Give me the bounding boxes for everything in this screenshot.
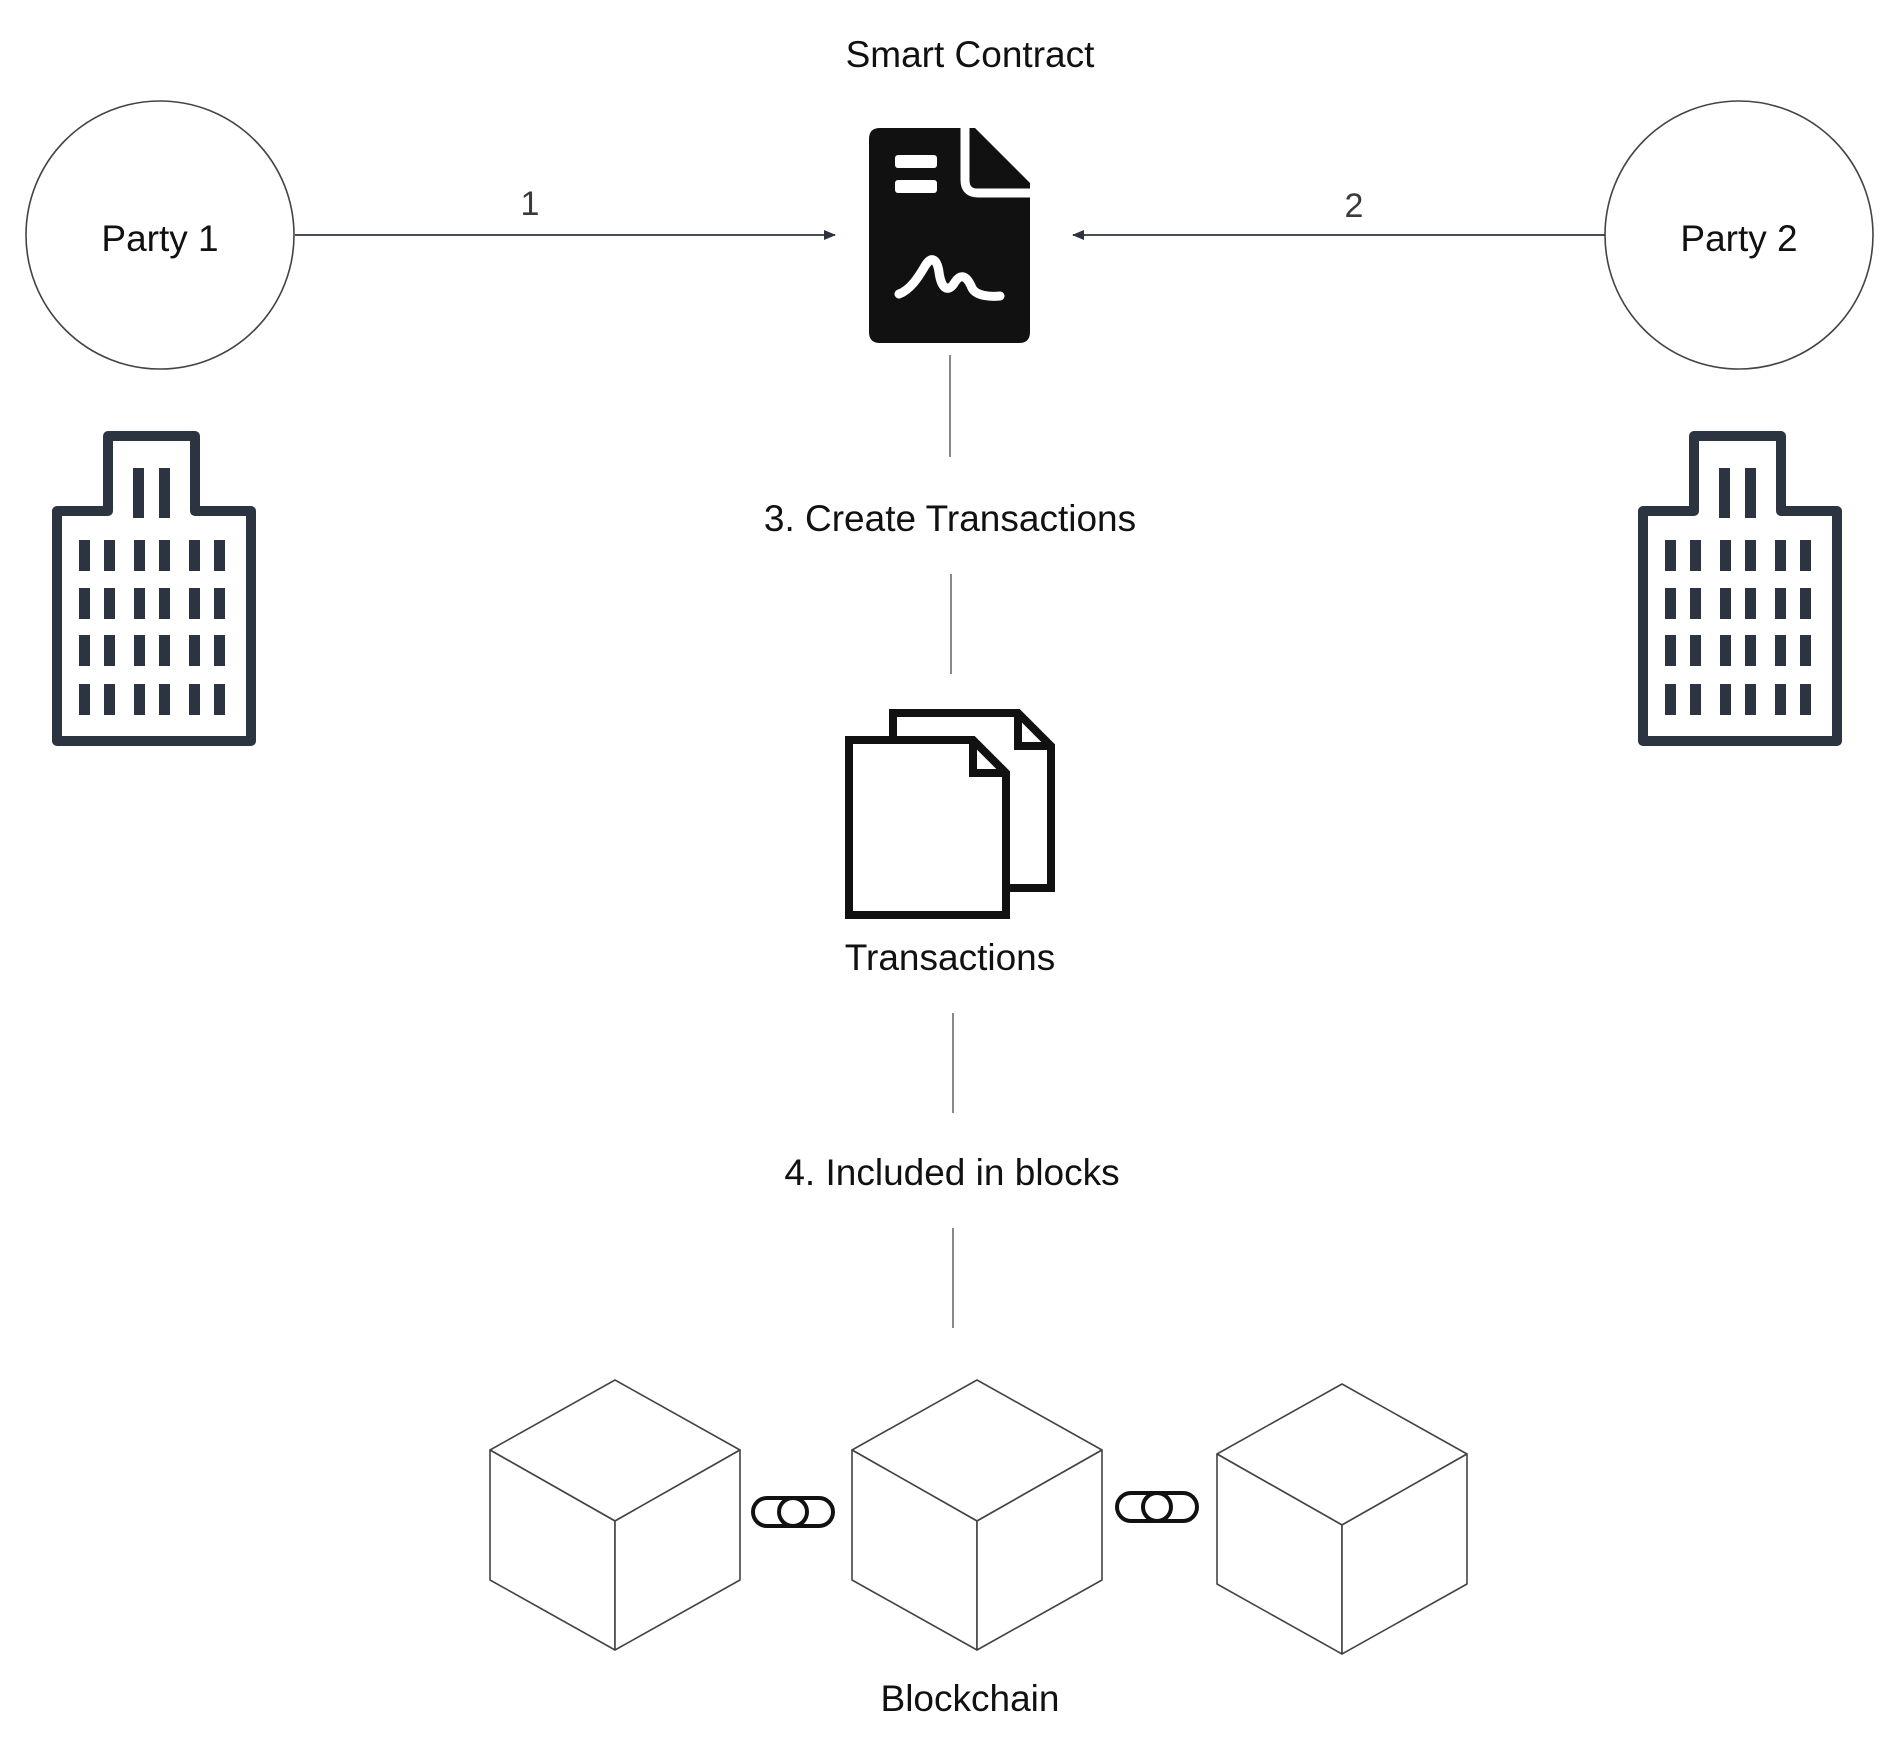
block-1-cube-icon[interactable] xyxy=(489,1379,741,1651)
party-2-label: Party 2 xyxy=(1680,218,1797,259)
step-1-label: 1 xyxy=(521,185,540,223)
party-1-label: Party 1 xyxy=(101,218,218,259)
block-2-cube-icon[interactable] xyxy=(851,1379,1103,1651)
create-transactions-label: 3. Create Transactions xyxy=(764,498,1136,539)
contract-document-icon[interactable] xyxy=(869,128,1030,343)
party-2-building-icon xyxy=(1638,431,1842,746)
block-3-cube-icon[interactable] xyxy=(1216,1383,1468,1655)
chain-link-icon-2 xyxy=(1115,1491,1199,1523)
step-2-label: 2 xyxy=(1345,187,1364,225)
party-1-building-icon xyxy=(52,431,256,746)
stacked-documents-icon[interactable] xyxy=(845,709,1055,919)
included-in-blocks-label: 4. Included in blocks xyxy=(784,1152,1119,1193)
chain-link-icon-1 xyxy=(751,1496,835,1528)
party-2-node[interactable]: Party 2 xyxy=(1604,100,1874,370)
arrow-party-1-to-contract: 1 xyxy=(295,185,836,240)
smart-contract-title: Smart Contract xyxy=(846,34,1096,75)
transactions-label: Transactions xyxy=(845,937,1055,978)
blockchain-label: Blockchain xyxy=(881,1678,1060,1719)
party-1-node[interactable]: Party 1 xyxy=(25,100,295,370)
arrow-party-2-to-contract: 2 xyxy=(1072,187,1605,240)
